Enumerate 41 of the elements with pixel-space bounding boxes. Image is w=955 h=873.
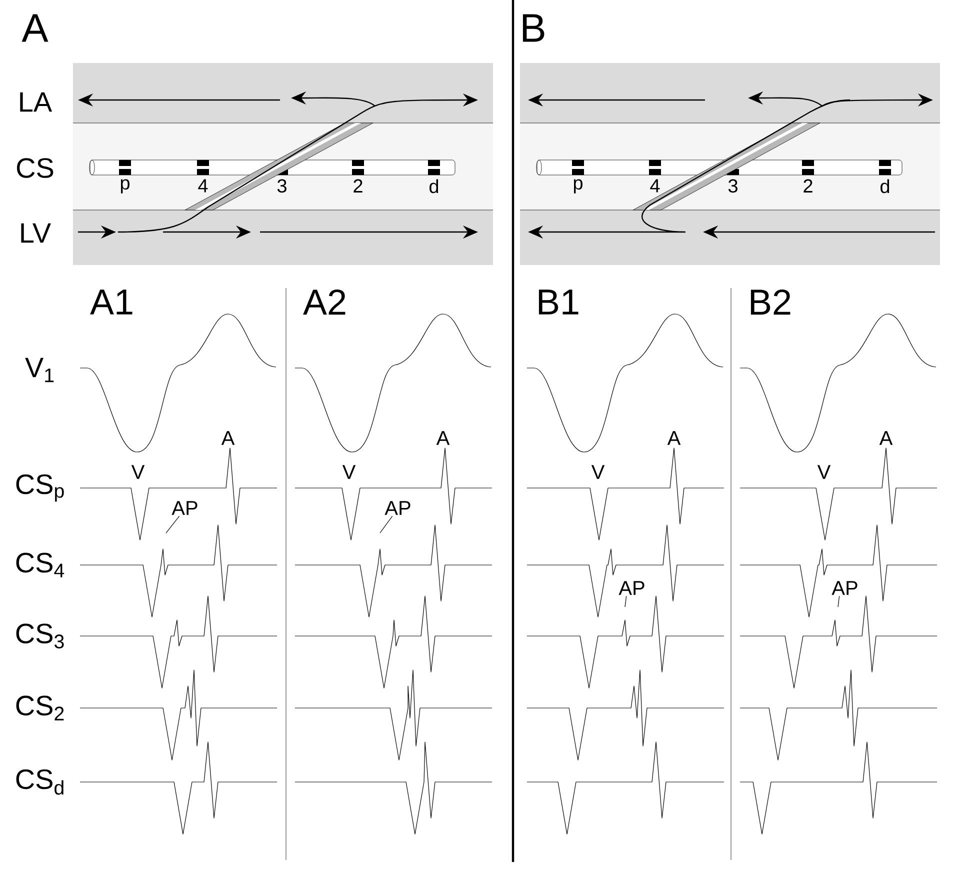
panel-letter: B bbox=[522, 14, 544, 42]
electrode-label: d bbox=[430, 179, 438, 194]
lead-label: CS$_{p}$ bbox=[16, 474, 64, 502]
electrode-label: 3 bbox=[277, 179, 286, 193]
wave-label: AP bbox=[832, 581, 858, 595]
lead-label: CS$_{4}$ bbox=[16, 552, 64, 578]
panel-label: B2 bbox=[750, 289, 790, 315]
chamber-label: LV bbox=[21, 223, 51, 243]
wave-label: A bbox=[879, 431, 893, 445]
wave-label: V bbox=[131, 465, 145, 479]
electrode-label: 4 bbox=[650, 179, 660, 192]
electrode-label: 4 bbox=[198, 179, 208, 192]
electrode-label: 2 bbox=[804, 179, 812, 192]
leader-line bbox=[380, 516, 393, 534]
lead-label: CS$_{2}$ bbox=[16, 696, 64, 720]
panel-label: A1 bbox=[90, 290, 132, 314]
wave-label: AP bbox=[172, 501, 198, 515]
lead-label: CS$_{3}$ bbox=[16, 624, 64, 648]
panel-letter: A bbox=[22, 14, 48, 42]
panel-label: A2 bbox=[303, 289, 346, 315]
wave-label: A bbox=[667, 431, 681, 445]
wave-label: V bbox=[342, 465, 356, 479]
wave-label: V bbox=[817, 465, 831, 479]
chamber-label: CS bbox=[16, 158, 54, 178]
lead-label: V$_{1}$ bbox=[25, 358, 54, 382]
electrode-label: d bbox=[880, 179, 890, 194]
leader-line bbox=[624, 596, 627, 608]
electrode-label: 2 bbox=[354, 179, 362, 192]
wave-label: AP bbox=[384, 501, 410, 515]
chamber-label: LA bbox=[20, 92, 52, 112]
electrode-label: p bbox=[574, 179, 582, 194]
panel-label: B1 bbox=[538, 290, 578, 314]
leader-line bbox=[166, 516, 180, 534]
wave-label: A bbox=[221, 431, 235, 445]
wave-label: A bbox=[436, 431, 450, 445]
wave-label: V bbox=[591, 465, 605, 479]
wave-label: AP bbox=[618, 581, 644, 595]
electrode-label: p bbox=[120, 179, 130, 194]
leader-line bbox=[838, 596, 840, 608]
lead-label: CS$_{d}$ bbox=[16, 769, 64, 795]
electrode-label: 3 bbox=[728, 179, 738, 193]
